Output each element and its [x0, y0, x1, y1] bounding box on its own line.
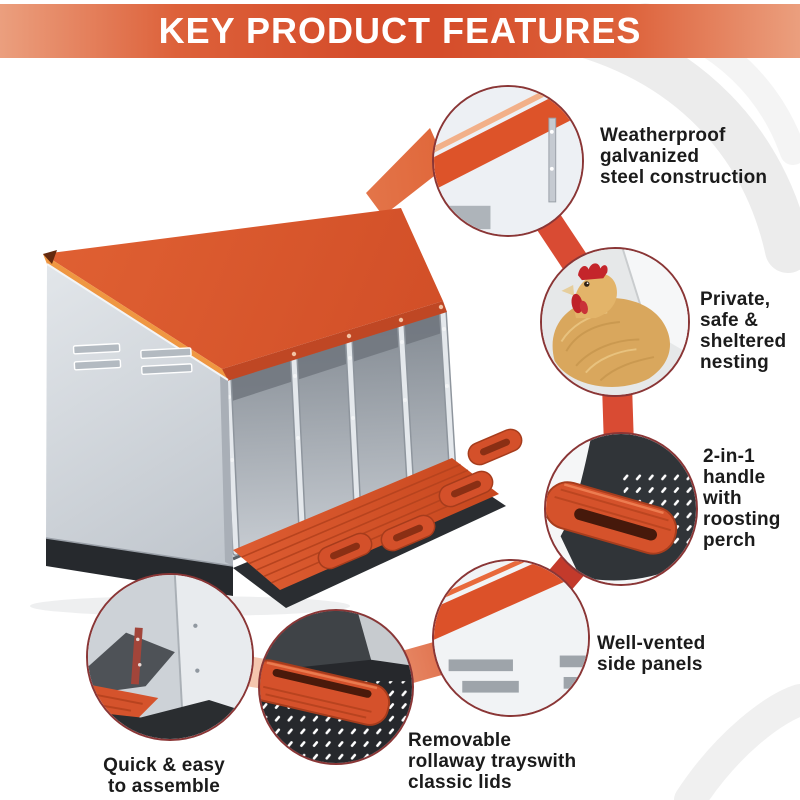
- divider-rivets: [227, 327, 449, 462]
- feature-label-weatherproof: Weatherproof galvanized steel constructi…: [600, 125, 768, 188]
- egg-trays: [233, 428, 523, 590]
- feature-label-rollaway-trays: Removable rollaway trayswith classic lid…: [408, 730, 577, 793]
- header-banner: KEY PRODUCT FEATURES: [0, 4, 800, 58]
- feature-label-nesting: Private, safe & sheltered nesting: [700, 289, 787, 373]
- callout-circle-nesting: [540, 247, 690, 397]
- side-panel: [45, 263, 234, 567]
- feature-label-vented-panels: Well-vented side panels: [597, 633, 706, 675]
- feature-label-assembly: Quick & easy to assemble: [103, 755, 225, 797]
- roof-screws: [291, 304, 444, 357]
- hen-photo: [542, 249, 688, 395]
- callout-circle-handle: [544, 432, 698, 586]
- page-title: KEY PRODUCT FEATURES: [158, 10, 642, 51]
- vent-slots: [72, 342, 193, 376]
- compartment-dividers: [224, 309, 456, 556]
- callout-circle-tray: [258, 609, 414, 765]
- callout-circle-weatherproof: [432, 85, 584, 237]
- tray-handles: [317, 428, 523, 570]
- rollaway-tray-photo: [260, 611, 412, 763]
- callout-circle-vents: [432, 559, 590, 717]
- callout-circle-assembly: [86, 573, 254, 741]
- connector-product-roof: [366, 128, 447, 216]
- handle-perch-photo: [546, 434, 696, 584]
- frame-strip: [131, 627, 143, 685]
- assembly-corner-photo: [88, 575, 252, 739]
- feature-label-handle-perch: 2-in-1 handle with roosting perch: [703, 446, 781, 551]
- roof-corner-photo: [434, 87, 582, 235]
- vent-panel-photo: [434, 561, 588, 715]
